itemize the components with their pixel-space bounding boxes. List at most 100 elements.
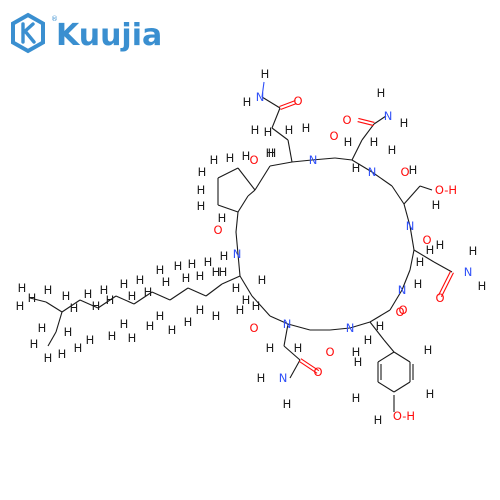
- sidechain-bond: [271, 127, 289, 141]
- hydrogen-atom: H: [242, 293, 251, 307]
- hydrogen-atom: H: [432, 198, 441, 212]
- hydrogen-atom: H: [294, 341, 303, 355]
- hydrogen-atom: H: [74, 341, 83, 355]
- hydrogen-atom: H: [16, 299, 25, 313]
- hydrogen-atom: H: [232, 281, 241, 295]
- sidechain-bond: [361, 123, 375, 141]
- alkyl-bond: [61, 299, 81, 313]
- hydrogen-atom: H: [388, 143, 397, 157]
- hydrogen-atom: H: [409, 163, 418, 177]
- hydrogen-atom: H: [197, 183, 206, 197]
- alkyl-bond: [221, 275, 241, 285]
- hydrogen-atom: H: [198, 165, 207, 179]
- hydrogen-atom: H: [144, 285, 153, 299]
- hydrogen-atom: H: [436, 238, 445, 252]
- hydrogen-atom: H: [266, 146, 275, 160]
- oxygen-atom: O: [395, 305, 404, 319]
- sidechain-bond: [433, 261, 453, 273]
- nitrogen-atom: N: [233, 247, 242, 261]
- hydrogen-atom: H: [128, 331, 137, 345]
- hydrogen-atom: H: [204, 255, 213, 269]
- hydrogen-atom: H: [261, 67, 270, 81]
- hydrogen-atom: H: [168, 323, 177, 337]
- nitrogen-atom: N: [406, 219, 415, 233]
- hydrogen-atom: H: [212, 265, 221, 279]
- aromatic-bond: [393, 381, 411, 393]
- carbonyl-bond: [298, 360, 318, 374]
- hydrogen-atom: H: [100, 283, 109, 297]
- hydrogen-atom: H: [377, 86, 386, 100]
- sidechain-bond: [289, 359, 301, 379]
- hydrogen-atom: H: [92, 299, 101, 313]
- sidechain-bond: [283, 323, 289, 347]
- hydrogen-atom: H: [478, 279, 487, 293]
- alkyl-bond: [47, 331, 57, 347]
- hydrogen-atom: H: [197, 199, 206, 213]
- nitrogen-atom: N: [384, 109, 393, 123]
- oxygen-atom: O: [325, 345, 334, 359]
- hydrogen-atom: H: [243, 95, 252, 109]
- hydrogen-atom: H: [196, 303, 205, 317]
- oxygen-atom: O: [329, 129, 338, 143]
- hydrogen-atom: H: [162, 275, 171, 289]
- ring-bond: [329, 327, 351, 331]
- hydrogen-atom: H: [426, 387, 435, 401]
- ring-bond: [251, 295, 271, 317]
- hydrogen-atom: H: [182, 271, 191, 285]
- sidechain-bond: [419, 185, 433, 191]
- hydrogen-atom: H: [62, 289, 71, 303]
- hydrogen-atom: H: [44, 283, 53, 297]
- alkyl-bond: [169, 287, 189, 301]
- oxygen-atom: O: [435, 291, 444, 305]
- nitrogen-atom: N: [346, 321, 355, 335]
- hydrogen-atom: H: [251, 123, 260, 137]
- hydrogen-atom: H: [426, 243, 435, 257]
- hydrogen-atom: H: [252, 299, 261, 313]
- hydrogen-atom: H: [86, 333, 95, 347]
- sidechain-bond: [373, 115, 387, 125]
- hydrogen-atom: H: [236, 303, 245, 317]
- hydrogen-atom: H: [352, 345, 361, 359]
- sidechain-bond: [283, 345, 301, 361]
- proline-bond: [217, 167, 239, 179]
- hydrogen-atom: H: [424, 343, 433, 357]
- hydrogen-atom: H: [344, 135, 353, 149]
- ring-bond: [351, 159, 373, 173]
- kuujia-logo: ® Kuujia: [11, 12, 162, 54]
- hydrogen-atom: H: [374, 413, 383, 427]
- hydrogen-atom: H: [220, 249, 229, 263]
- carbonyl-bond: [300, 358, 320, 372]
- hydrogen-atom: H: [18, 281, 27, 295]
- hydrogen-atom: H: [128, 289, 137, 303]
- oxygen-atom: O: [400, 165, 409, 179]
- oxygen-atom: O: [249, 321, 258, 335]
- hydrogen-atom: H: [400, 116, 409, 130]
- alkyl-bond: [79, 299, 99, 309]
- ring-bond: [235, 211, 239, 233]
- hydrogen-atom: H: [106, 293, 115, 307]
- carbonyl-bond: [279, 99, 296, 108]
- hydrogen-atom: H: [354, 355, 363, 369]
- proline-bond: [237, 167, 256, 191]
- hydrogen-atom: H: [219, 265, 228, 279]
- carbonyl-bond: [440, 272, 454, 297]
- hydrogen-atom: H: [156, 263, 165, 277]
- oxygen-atom: O: [293, 94, 302, 108]
- sidechain-bond: [383, 339, 395, 353]
- hydrogen-atom: H: [264, 125, 273, 139]
- hydrogen-atom: H: [120, 317, 129, 331]
- ring-bond: [403, 203, 411, 227]
- oxygen-atom: O: [313, 365, 322, 379]
- aromatic-bond: [393, 351, 411, 363]
- hydrogen-atom: H: [283, 397, 292, 411]
- hydrogen-atom: H: [28, 291, 37, 305]
- alkyl-bond: [97, 295, 117, 309]
- ring-bond: [409, 249, 415, 271]
- hydrogen-atom: H: [285, 123, 294, 137]
- ring-bond: [247, 189, 256, 197]
- hydrogen-atom: H: [226, 151, 235, 165]
- hydrogen-atom: H: [469, 244, 478, 258]
- ring-bond: [291, 159, 313, 163]
- carbonyl-bond: [438, 271, 452, 296]
- hydrogen-atom: H: [370, 135, 379, 149]
